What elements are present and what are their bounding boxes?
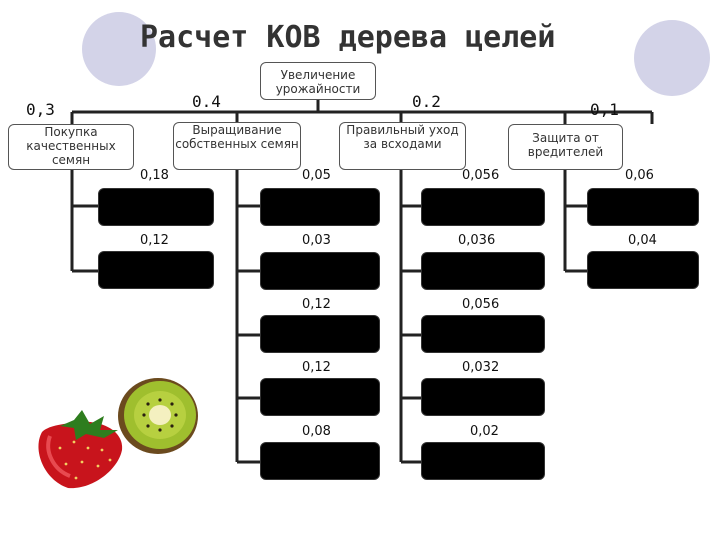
subgoal-box xyxy=(260,252,380,290)
coefficient-value: 0,08 xyxy=(302,424,331,439)
subgoal-box xyxy=(587,188,699,226)
root-goal-label: Увеличение урожайности xyxy=(275,68,361,96)
subgoal-box xyxy=(260,442,380,480)
coefficient-value: 0,04 xyxy=(628,233,657,248)
decor-circle-left xyxy=(82,12,156,86)
branch-label: Покупка качественных семян xyxy=(26,125,116,167)
branch-box-seeds-purchase: Покупка качественных семян xyxy=(8,124,134,170)
coefficient-value: 0,18 xyxy=(140,168,169,183)
coefficient-value: 0,06 xyxy=(625,168,654,183)
coefficient-value: 0,03 xyxy=(302,233,331,248)
subgoal-box xyxy=(421,378,545,416)
branch-weight: 0.4 xyxy=(192,92,221,111)
subgoal-box xyxy=(98,188,214,226)
branch-weight: 0,3 xyxy=(26,100,55,119)
subgoal-box xyxy=(98,251,214,289)
branch-weight: 0,1 xyxy=(590,100,619,119)
page-title: Расчет КОВ дерева целей xyxy=(140,20,556,55)
coefficient-value: 0,056 xyxy=(462,297,500,312)
branch-label: Защита от вредителей xyxy=(527,131,604,159)
subgoal-box xyxy=(421,188,545,226)
coefficient-value: 0,12 xyxy=(140,233,169,248)
subgoal-box xyxy=(587,251,699,289)
branch-weight: 0.2 xyxy=(412,92,441,111)
subgoal-box xyxy=(260,188,380,226)
subgoal-box xyxy=(421,252,545,290)
branch-box-own-seeds: Выращивание собственных семян xyxy=(173,122,301,170)
subgoal-box xyxy=(421,315,545,353)
fruit-image xyxy=(38,378,198,489)
branch-box-seedling-care: Правильный уход за всходами xyxy=(339,122,466,170)
subgoal-box xyxy=(421,442,545,480)
branch-label: Правильный уход за всходами xyxy=(346,123,459,151)
branch-label: Выращивание собственных семян xyxy=(175,123,299,151)
subgoal-box xyxy=(260,378,380,416)
coefficient-value: 0,056 xyxy=(462,168,500,183)
strawberry-icon xyxy=(38,410,123,489)
coefficient-value: 0,02 xyxy=(470,424,499,439)
coefficient-value: 0,032 xyxy=(462,360,500,375)
coefficient-value: 0,05 xyxy=(302,168,331,183)
branch-box-pest-protection: Защита от вредителей xyxy=(508,124,623,170)
coefficient-value: 0,12 xyxy=(302,297,331,312)
subgoal-box xyxy=(260,315,380,353)
coefficient-value: 0,036 xyxy=(458,233,496,248)
root-goal-box: Увеличение урожайности xyxy=(260,62,376,100)
coefficient-value: 0,12 xyxy=(302,360,331,375)
decor-circle-right xyxy=(634,20,710,96)
kiwi-icon xyxy=(118,378,198,454)
